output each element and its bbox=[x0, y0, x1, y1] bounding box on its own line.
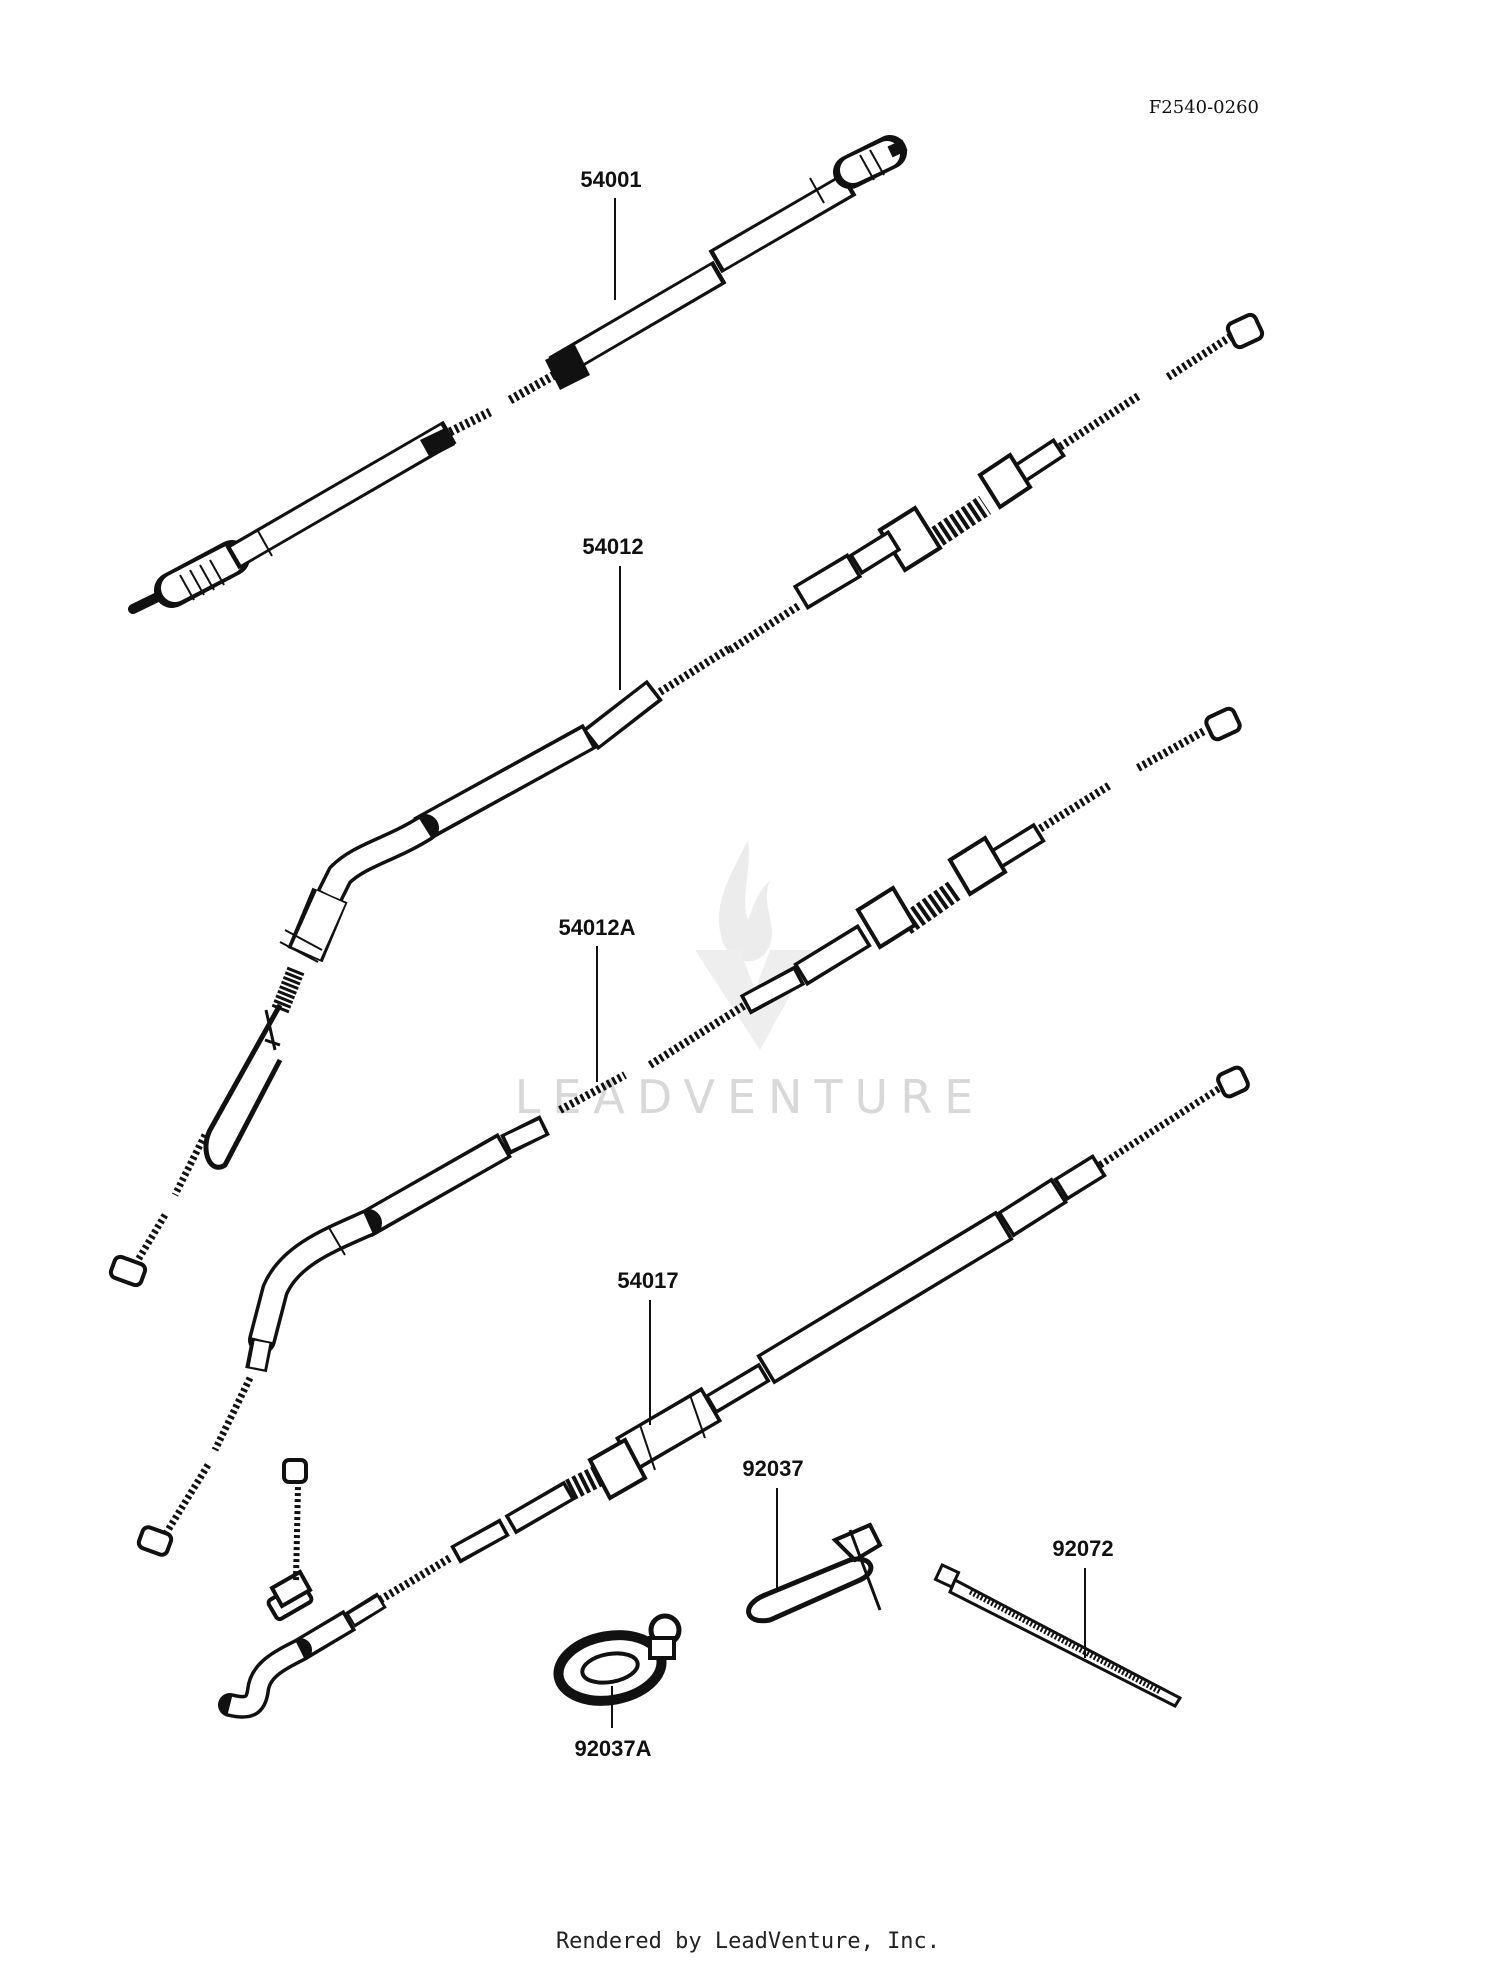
part-92072-band-drawing bbox=[933, 1562, 1183, 1708]
watermark: LEADVENTURE bbox=[515, 840, 986, 1124]
part-54012-cable-drawing bbox=[108, 312, 1265, 1288]
part-labels: 54001 54012 54012A 54017 92037 92037A 92… bbox=[558, 167, 1113, 1761]
part-54001-cable-drawing bbox=[128, 135, 908, 614]
watermark-text: LEADVENTURE bbox=[515, 1070, 986, 1124]
part-54012A-cable-drawing bbox=[136, 706, 1242, 1557]
rendered-by-footer: Rendered by LeadVenture, Inc. bbox=[556, 1929, 940, 1954]
part-label-54012: 54012 bbox=[582, 534, 643, 559]
part-label-92037: 92037 bbox=[742, 1456, 803, 1481]
part-92037A-clamp-drawing bbox=[553, 1613, 682, 1706]
part-92037-clamp-drawing bbox=[746, 1522, 883, 1624]
part-54017-cable-drawing bbox=[218, 1065, 1250, 1719]
watermark-flame-logo bbox=[695, 840, 815, 1050]
leader-lines bbox=[596, 198, 1086, 1728]
part-label-54001: 54001 bbox=[580, 167, 641, 192]
part-label-54017: 54017 bbox=[617, 1268, 678, 1293]
part-label-54012A: 54012A bbox=[558, 915, 635, 940]
part-label-92072: 92072 bbox=[1052, 1536, 1113, 1561]
diagram-code: F2540-0260 bbox=[1149, 97, 1259, 118]
part-label-92037A: 92037A bbox=[574, 1736, 651, 1761]
